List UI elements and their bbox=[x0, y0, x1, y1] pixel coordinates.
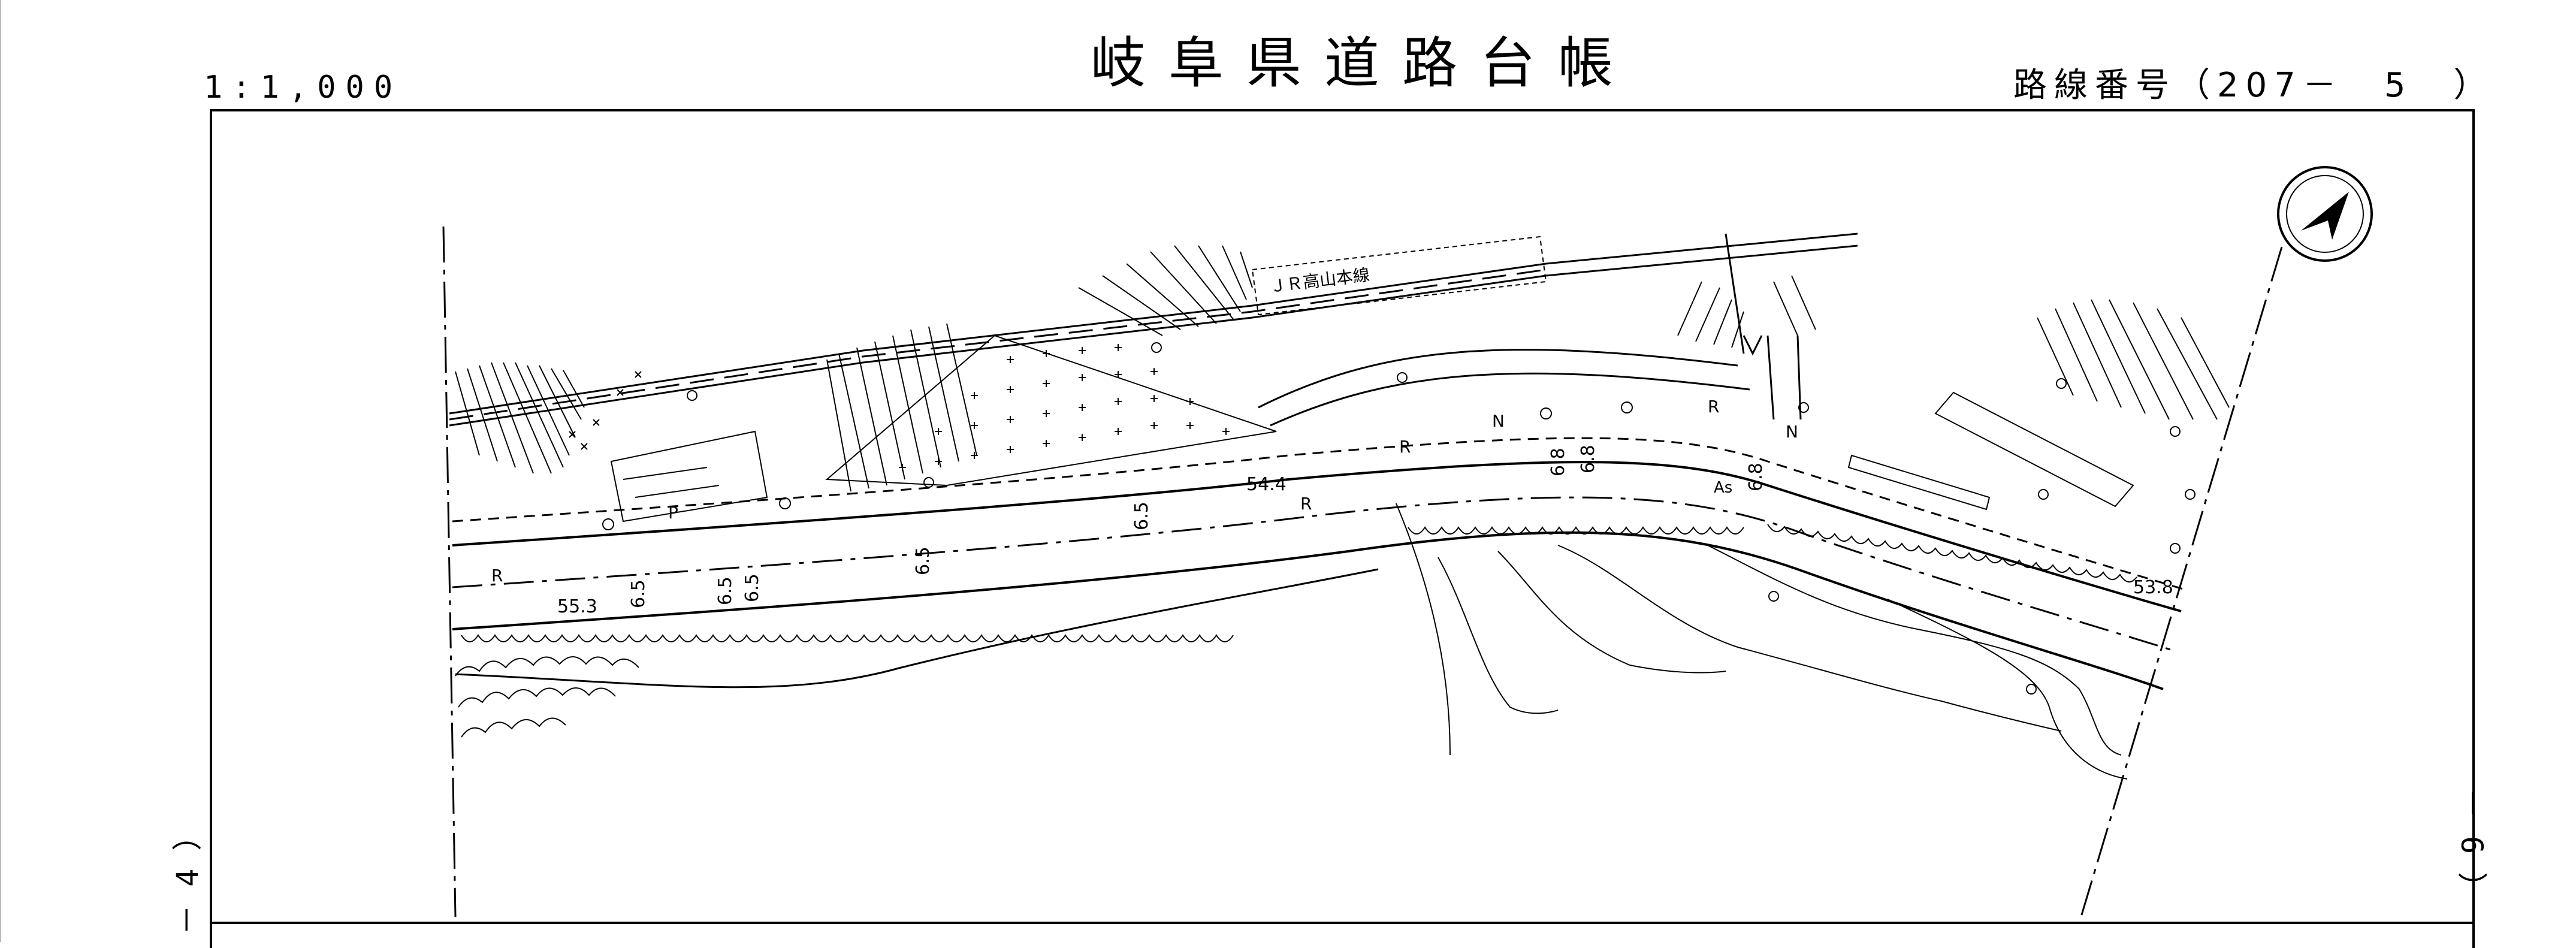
match-line-right bbox=[2078, 246, 2283, 923]
north-arrow-icon bbox=[2301, 192, 2349, 240]
route-number: 路線番号（207－ 5 ） bbox=[2013, 66, 2495, 105]
railway-label-box bbox=[1251, 236, 1547, 316]
stairs-west bbox=[623, 467, 720, 498]
width-label-4: 6.5 bbox=[913, 547, 934, 575]
building-east-1 bbox=[1934, 391, 2134, 508]
width-label-5: 6.5 bbox=[1131, 502, 1152, 530]
railway-dash bbox=[449, 268, 1547, 421]
scale-label: 1:1,000 bbox=[204, 70, 403, 105]
contour-4 bbox=[1557, 545, 2062, 732]
retaining-wall-west bbox=[461, 634, 1234, 642]
contour-5 bbox=[1707, 545, 2122, 756]
slope-hatching-east bbox=[1677, 275, 2230, 420]
page-title: 岐阜県道路台帳 bbox=[1091, 31, 1636, 95]
width-label-1: 6.5 bbox=[628, 579, 649, 608]
match-line-left bbox=[442, 226, 457, 917]
building-east-2 bbox=[1847, 454, 1991, 511]
utility-symbols bbox=[602, 342, 2196, 695]
railway-gap bbox=[449, 267, 1547, 422]
drainage-channel bbox=[1725, 233, 1745, 354]
slope-hatching-central bbox=[826, 245, 1253, 492]
structure-west bbox=[610, 430, 768, 523]
road-symbol-east: R bbox=[1708, 397, 1719, 416]
road-symbol-mid: R bbox=[1300, 494, 1312, 514]
contour-1 bbox=[1396, 503, 1451, 756]
symbol-p: P bbox=[668, 503, 678, 523]
retaining-wall-mid bbox=[1408, 526, 1744, 535]
contour-6 bbox=[1887, 599, 2128, 780]
north-arrow-inner bbox=[2286, 175, 2364, 253]
width-label-6: 6.8 bbox=[1548, 448, 1569, 476]
elevation-mid: 54.4 bbox=[1246, 474, 1287, 495]
elevation-east: 53.8 bbox=[2133, 577, 2173, 598]
elevation-west: 55.3 bbox=[557, 596, 597, 617]
railway-track-north bbox=[449, 233, 1858, 415]
rock-outline-3 bbox=[461, 717, 566, 738]
rock-outline-2 bbox=[458, 687, 616, 708]
railway-track-south bbox=[449, 244, 1858, 427]
north-arrow-outer bbox=[2277, 166, 2373, 262]
width-label-8: 6.8 bbox=[1745, 463, 1766, 491]
access-road-north-1 bbox=[1258, 349, 1738, 409]
map-frame bbox=[210, 109, 2475, 948]
embankment-south bbox=[455, 568, 1379, 689]
road-symbol-west: R bbox=[491, 566, 503, 585]
sheet-edge bbox=[0, 0, 1, 942]
retaining-wall-east bbox=[1767, 524, 2137, 582]
road-edge-north bbox=[452, 461, 2182, 612]
road-margin-north bbox=[452, 437, 2188, 591]
width-label-7: 6.8 bbox=[1578, 445, 1599, 473]
road-edge-south bbox=[452, 531, 2164, 690]
surface-label: As bbox=[1714, 479, 1732, 497]
road-symbol-north: R bbox=[1399, 437, 1411, 457]
cross-pattern bbox=[569, 344, 1230, 471]
side-street bbox=[1766, 335, 1802, 420]
railway-label: ＪＲ高山本線 bbox=[1269, 265, 1371, 297]
embankment-area bbox=[825, 334, 1277, 487]
slope-hatching-west bbox=[455, 362, 585, 474]
symbol-n-2: N bbox=[1786, 422, 1798, 442]
contour-2 bbox=[1438, 557, 1559, 714]
symbol-n-1: N bbox=[1492, 411, 1505, 431]
flow-arrow bbox=[1743, 335, 1763, 356]
map-frame-bottom bbox=[210, 922, 2475, 924]
contour-3 bbox=[1497, 551, 1726, 674]
rock-outline-1 bbox=[455, 656, 639, 677]
road-centerline bbox=[452, 496, 2173, 651]
access-road-north-2 bbox=[1270, 372, 1750, 427]
width-label-2: 6.5 bbox=[715, 576, 736, 605]
width-label-3: 6.5 bbox=[742, 573, 763, 602]
